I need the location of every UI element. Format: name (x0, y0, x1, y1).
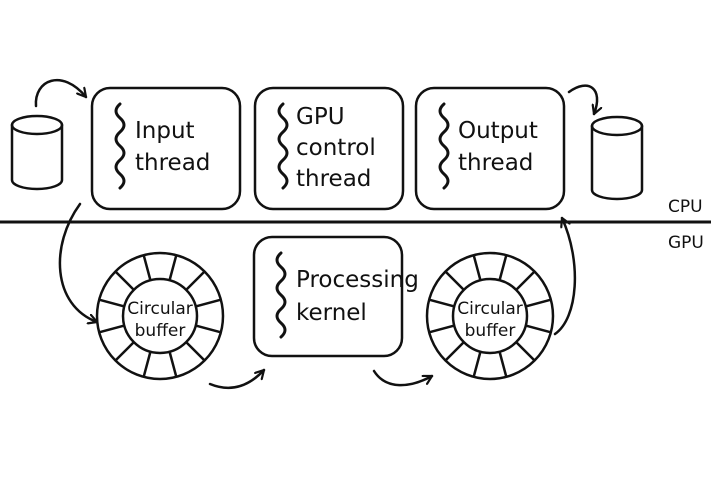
processing-kernel-label-line2: kernel (296, 300, 367, 326)
ring-slot-divider (444, 270, 465, 291)
left-buffer-label-line2: buffer (135, 321, 186, 341)
ring-slot-divider (185, 341, 206, 362)
ring-slot-divider (114, 270, 135, 291)
right-buffer-label-line2: buffer (465, 321, 516, 341)
ring-slot-divider (142, 351, 152, 378)
right-buffer-label-line1: Circular (457, 299, 522, 319)
ring-slot-divider (525, 298, 552, 308)
cpu-label: CPU (668, 197, 703, 217)
squiggle-thread-icon (114, 102, 126, 190)
ring-slot-divider (142, 254, 152, 281)
ring-slot-divider (98, 324, 125, 334)
left-buffer-label-line1: Circular (127, 299, 192, 319)
gpu-control-thread-box: GPU control thread (253, 86, 405, 211)
gpu-control-thread-label-line2: control (296, 135, 376, 161)
gpu-control-thread-label-line3: thread (296, 166, 371, 192)
ring-outer-edge (425, 251, 555, 381)
input-storage-cylinder-icon (10, 114, 64, 191)
curved-arrow-icon (553, 216, 577, 336)
ring-slot-divider (98, 298, 125, 308)
ring-inner-edge (121, 277, 199, 355)
ring-slot-divider (515, 341, 536, 362)
left-circular-buffer: Circular buffer (95, 251, 225, 381)
ring-slot-divider (444, 341, 465, 362)
ring-slot-divider (472, 254, 482, 281)
gpu-label: GPU (668, 233, 704, 253)
curved-arrow-icon (34, 78, 88, 108)
squiggle-thread-icon (438, 102, 450, 190)
ring-slot-divider (195, 324, 222, 334)
curved-arrow-icon (208, 368, 266, 389)
processing-kernel-label-line1: Processing (296, 267, 419, 293)
ring-slot-divider (195, 298, 222, 308)
input-thread-label-line1: Input (135, 118, 195, 144)
ring-slot-divider (498, 351, 508, 378)
output-thread-label-line2: thread (458, 150, 533, 176)
curved-arrow-icon (372, 369, 434, 387)
curved-arrow-icon (58, 202, 99, 322)
input-thread-label-line2: thread (135, 150, 210, 176)
ring-slot-divider (428, 298, 455, 308)
curved-arrow-icon (567, 84, 597, 116)
ring-slot-divider (185, 270, 206, 291)
squiggle-thread-icon (277, 102, 289, 190)
ring-slot-divider (168, 351, 178, 378)
right-circular-buffer: Circular buffer (425, 251, 555, 381)
processing-kernel-box: Processing kernel (252, 235, 419, 358)
ring-slot-divider (515, 270, 536, 291)
output-thread-label-line1: Output (458, 118, 538, 144)
ring-slot-divider (428, 324, 455, 334)
gpu-control-thread-label-line1: GPU (296, 104, 345, 130)
input-thread-box: Input thread (90, 86, 242, 211)
output-thread-box: Output thread (414, 86, 566, 211)
ring-inner-edge (451, 277, 529, 355)
squiggle-thread-icon (275, 251, 287, 339)
output-storage-cylinder-icon (590, 115, 644, 201)
ring-slot-divider (525, 324, 552, 334)
ring-slot-divider (498, 254, 508, 281)
ring-slot-divider (472, 351, 482, 378)
ring-slot-divider (114, 341, 135, 362)
ring-slot-divider (168, 254, 178, 281)
